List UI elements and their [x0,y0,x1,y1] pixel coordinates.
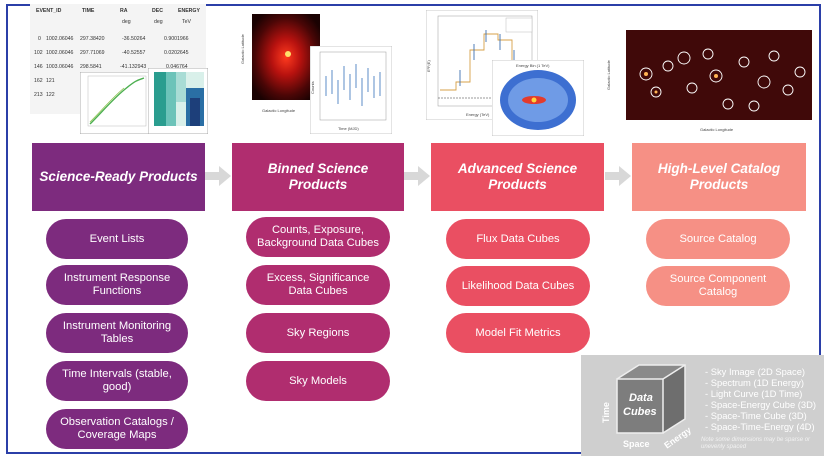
legend-item: - Light Curve (1D Time) [705,388,803,399]
table-cell: 0 [38,36,41,42]
legend-item: - Space-Time-Energy (4D) [705,421,815,432]
table-cell: 1002.06046 [46,50,74,56]
coverage-heatmap [148,68,208,134]
table-cell: 297.71069 [80,50,105,56]
table-row: 146 1003.06046 298.5841 -41.132943 0.046… [30,60,206,74]
binned-thumbnail: Galactic Latitude Galactic Longitude Cou… [238,10,398,138]
item-event-lists: Event Lists [46,219,188,259]
item-source-catalog: Source Catalog [646,219,790,259]
axis-label: Galactic Longitude [262,108,296,113]
catalog-sky-map: Galactic Latitude Galactic Longitude [604,26,816,134]
header-advanced-science: Advanced Science Products [431,143,604,211]
item-time-intervals: Time Intervals (stable, good) [46,361,188,401]
item-source-component-catalog: Source Component Catalog [646,266,790,306]
table-cell: 0.046764 [166,64,188,70]
axis-space-label: Space [623,439,650,449]
axis-label: Galactic Latitude [240,33,245,64]
item-observation-catalogs: Observation Catalogs / Coverage Maps [46,409,188,449]
axis-label: Galactic Latitude [606,59,611,90]
table-cell: 0.0202645 [164,50,189,56]
table-header: DEC [152,8,163,14]
table-header: ENERGY [178,8,200,14]
table-unit: deg [122,19,131,25]
axis-label: Counts [310,81,315,94]
table-cell: 122 [46,92,55,98]
cumulative-plot [80,72,150,134]
axis-label: Time (MJD) [338,126,359,131]
item-sky-regions: Sky Regions [246,313,390,353]
table-unit: deg [154,19,163,25]
item-counts-exposure-background: Counts, Exposure, Background Data Cubes [246,217,390,257]
table-cell: -41.132943 [120,64,147,70]
item-excess-significance: Excess, Significance Data Cubes [246,265,390,305]
table-header: RA [120,8,128,14]
axis-time-label: Time [601,402,611,423]
legend-item: - Space-Time Cube (3D) [705,410,807,421]
table-cell: 162 [34,78,43,84]
table-cell: 297.38420 [80,36,105,42]
item-flux-data-cubes: Flux Data Cubes [446,219,590,259]
legend-item: - Space-Energy Cube (3D) [705,399,816,410]
table-row: 162 121 [30,74,90,88]
light-curve-plot: Counts Time (MJD) [310,46,392,134]
header-binned-science: Binned Science Products [232,143,404,211]
table-row: 213 122 [30,88,90,102]
event-list-thumbnail: EVENT_ID TIME RA DEC ENERGY deg deg TeV … [30,0,210,140]
slide-frame [6,4,821,454]
item-sky-models: Sky Models [246,361,390,401]
item-model-fit-metrics: Model Fit Metrics [446,313,590,353]
data-cubes-panel: Data Cubes Time Space Energy - Sky Image… [581,355,824,456]
advanced-thumbnail: E²F(E) Energy (TeV) Energy Bin (1 TeV) [426,10,586,138]
table-header: TIME [82,8,95,14]
table-header: EVENT_ID [36,8,62,14]
right-arrow-icon [205,166,231,186]
right-arrow-icon [605,166,631,186]
data-cube-icon: Data Cubes Time Space Energy [601,364,693,451]
legend-item: - Spectrum (1D Energy) [705,377,804,388]
table-cell: 121 [46,78,55,84]
table-cell: 102 [34,50,43,56]
table-cell: -40.52557 [122,50,146,56]
table-cell: 1003.06046 [46,64,74,70]
item-instrument-response-functions: Instrument Response Functions [46,265,188,305]
model-map: Energy Bin (1 TeV) [492,60,584,136]
table-cell: -36.50264 [122,36,146,42]
cube-label-line2: Cubes [623,406,657,418]
plot-title: Energy Bin (1 TeV) [516,63,550,68]
axis-label: Galactic Longitude [700,127,734,132]
axis-label: E²F(E) [426,60,431,72]
legend-item: - Sky Image (2D Space) [705,366,806,377]
table-units-row: deg deg TeV [30,15,206,29]
cube-label-line1: Data [629,392,653,404]
table-cell: 0.9001966 [164,36,189,42]
legend-note: Note some dimensions may be sparse or un… [701,437,811,450]
table-cell: 146 [34,64,43,70]
header-catalog-products: High-Level Catalog Products [632,143,806,211]
item-instrument-monitoring-tables: Instrument Monitoring Tables [46,313,188,353]
right-arrow-icon [404,166,430,186]
table-cell: 298.5841 [80,64,102,70]
table-header-row: EVENT_ID TIME RA DEC ENERGY [30,4,206,18]
table-cell: 213 [34,92,43,98]
axis-label: Energy (TeV) [466,112,490,117]
table-row: 0 1002.06046 297.38420 -36.50264 0.90019… [30,32,206,46]
table-cell: 1002.06046 [46,36,74,42]
table-row: 102 1002.06046 297.71069 -40.52557 0.020… [30,46,206,60]
table-unit: TeV [182,19,191,25]
item-likelihood-data-cubes: Likelihood Data Cubes [446,266,590,306]
header-science-ready: Science-Ready Products [32,143,205,211]
